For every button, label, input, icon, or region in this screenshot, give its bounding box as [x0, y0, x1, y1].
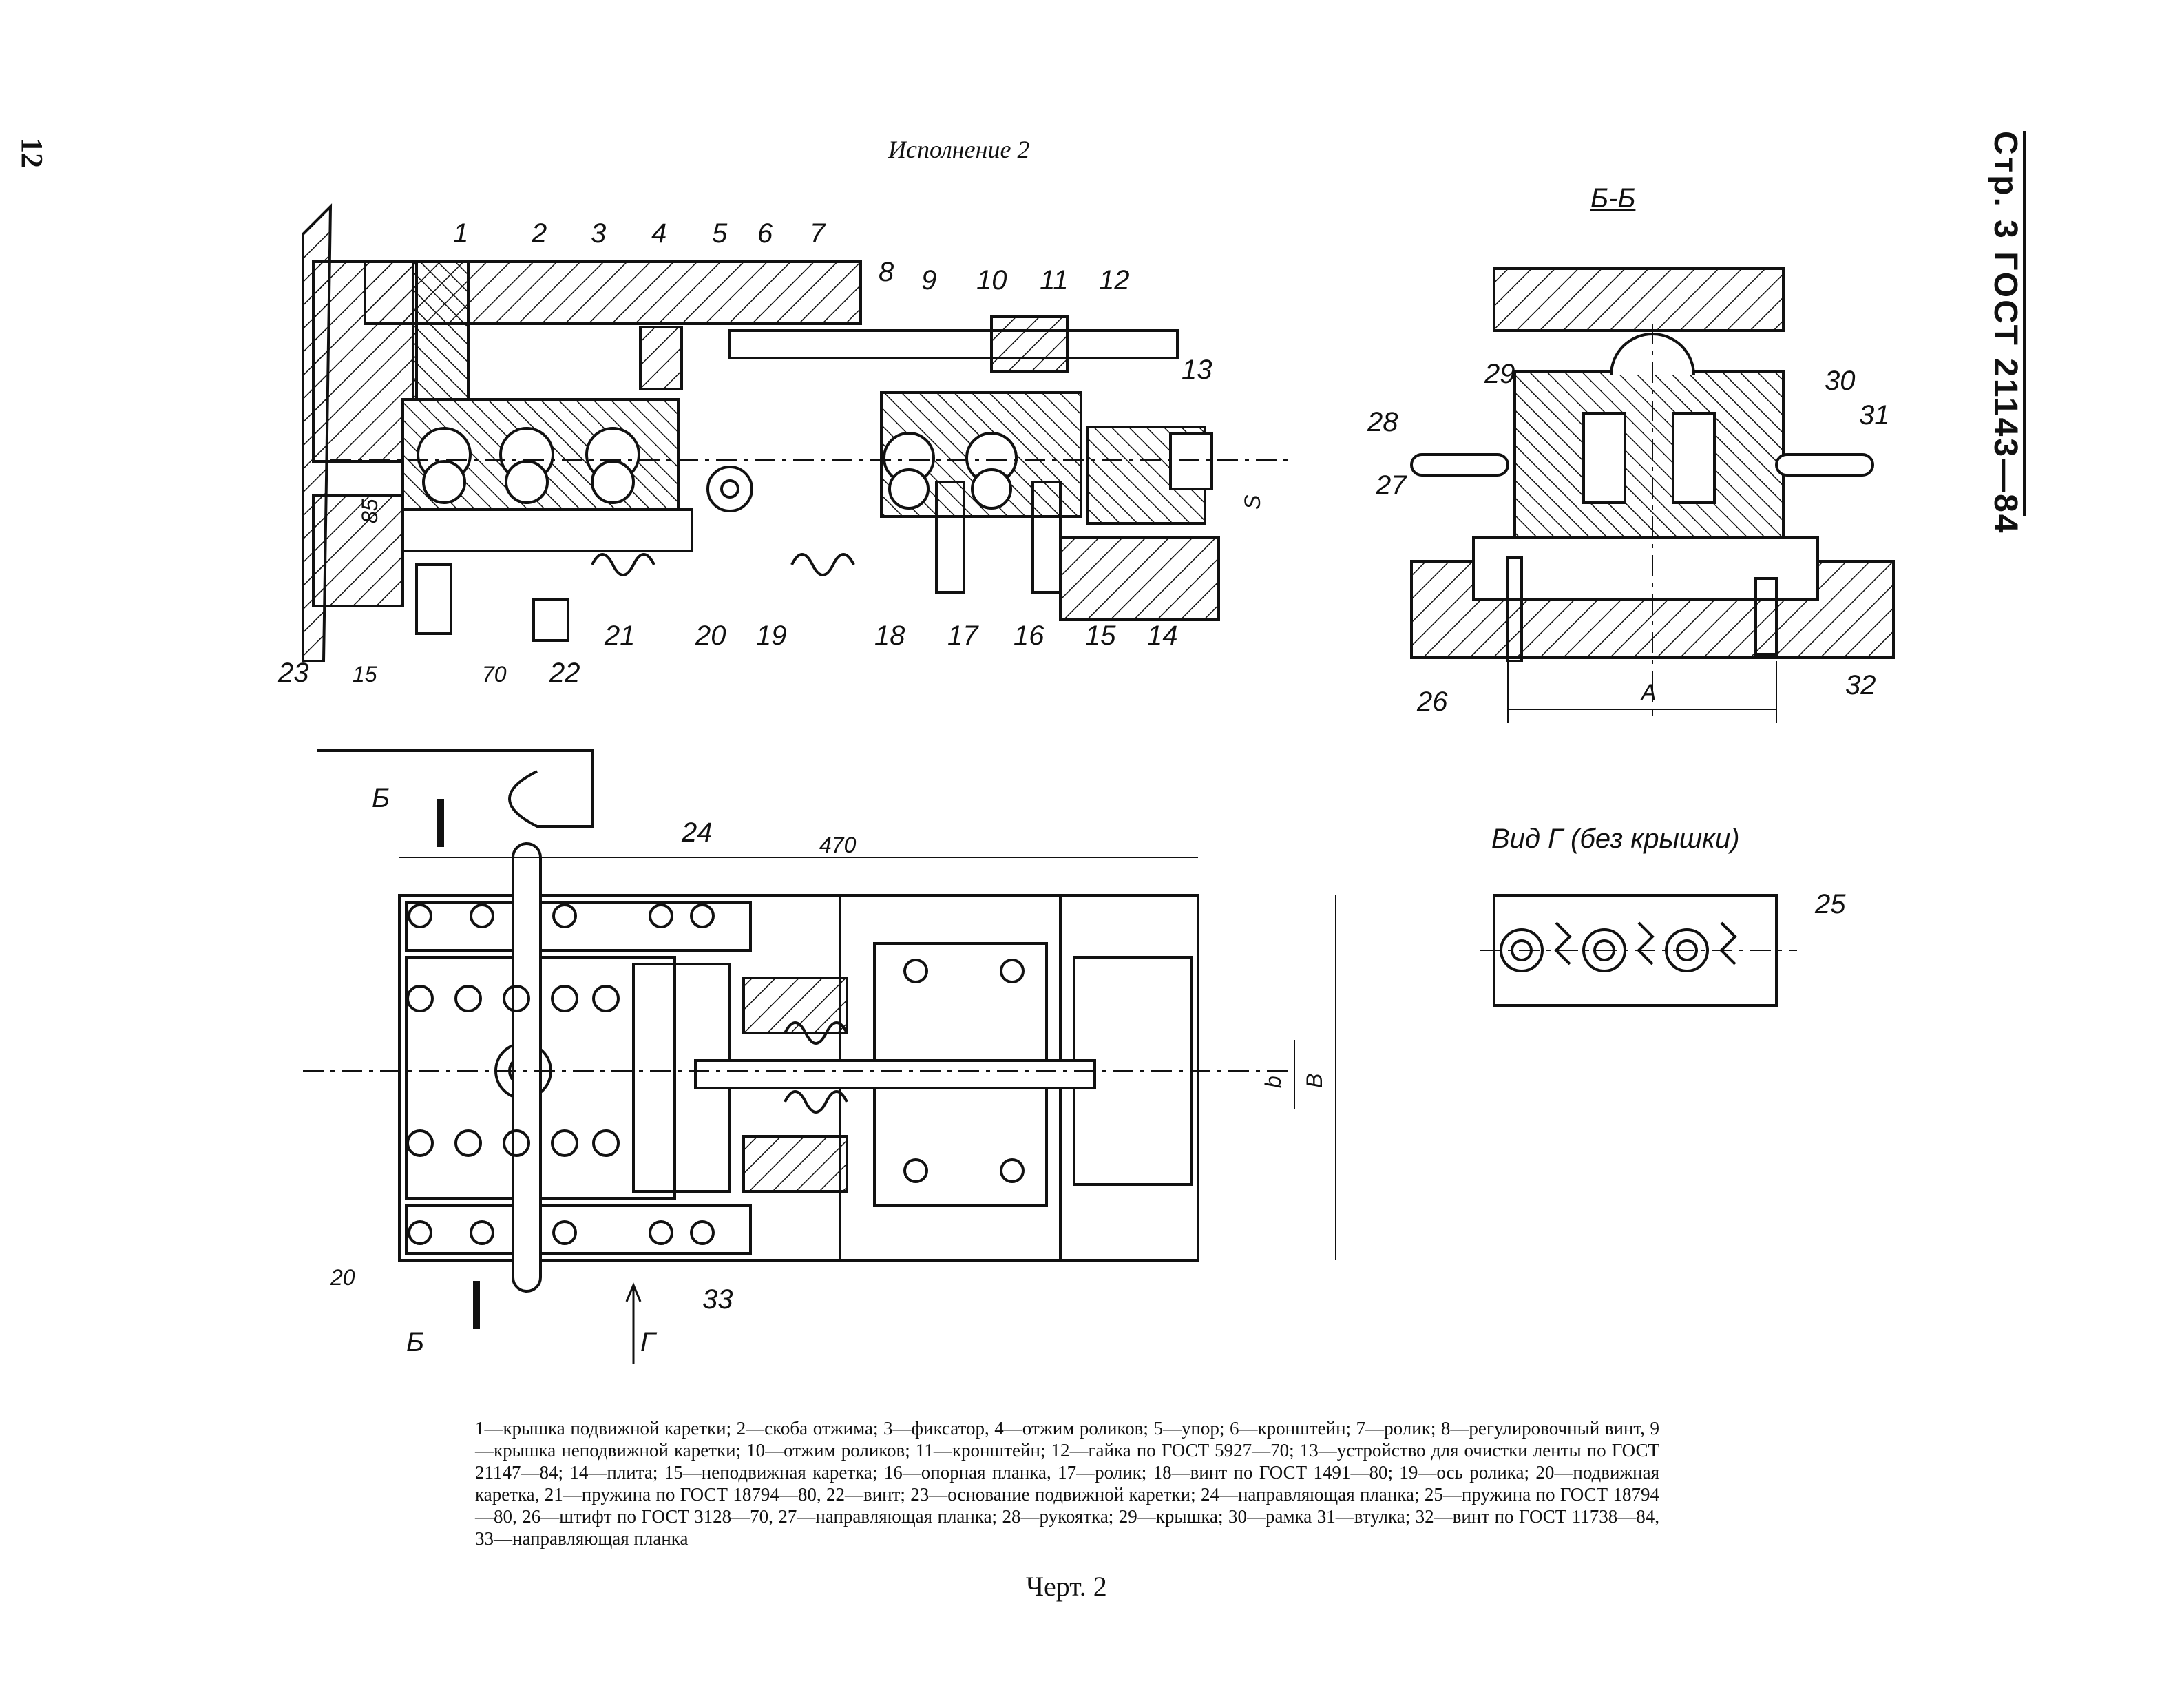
dim-b-lower: b [1261, 1076, 1285, 1088]
callout-7: 7 [810, 218, 826, 249]
dim-85: 85 [357, 499, 382, 523]
callout-11: 11 [1040, 265, 1069, 295]
dim-70: 70 [482, 662, 507, 687]
callout-13: 13 [1182, 355, 1212, 385]
callout-24: 24 [681, 817, 713, 848]
callouts-section: 29 28 27 26 30 31 32 [1367, 359, 1890, 717]
callouts-plan: 24 33 25 [681, 817, 1846, 1315]
dim-b-upper: B [1302, 1074, 1327, 1088]
callout-22: 22 [549, 658, 580, 688]
section-mark-b-top: Б [372, 783, 390, 813]
callout-30: 30 [1825, 366, 1856, 396]
section-view-b [1410, 267, 1895, 723]
callout-16: 16 [1014, 620, 1044, 651]
callout-5: 5 [712, 218, 728, 249]
section-marks: Б Б Г [372, 783, 658, 1364]
callout-15: 15 [1085, 620, 1116, 651]
dim-20: 20 [330, 1265, 355, 1290]
section-mark-b-bottom: Б [406, 1327, 424, 1357]
callout-23: 23 [277, 658, 309, 688]
callout-33: 33 [702, 1284, 733, 1315]
callout-25: 25 [1814, 889, 1846, 919]
variant-title: Исполнение 2 [888, 136, 1030, 163]
callout-6: 6 [757, 218, 773, 249]
callouts-bottom: 23 21 22 20 19 18 17 16 15 14 [277, 620, 1178, 688]
callout-27: 27 [1375, 470, 1407, 501]
callout-21: 21 [604, 620, 636, 651]
callout-2: 2 [531, 218, 547, 249]
view-label: Вид Г (без крышки) [1491, 824, 1740, 854]
bolt-grid [406, 904, 1025, 1245]
callout-18: 18 [874, 620, 905, 651]
callout-32: 32 [1845, 670, 1876, 700]
plan-view [303, 749, 1336, 1293]
callout-20: 20 [695, 620, 726, 651]
callout-14: 14 [1147, 620, 1178, 651]
dim-470: 470 [819, 833, 857, 857]
callout-3: 3 [591, 218, 606, 249]
dim-a: A [1640, 680, 1656, 704]
callouts-top: 1 2 3 4 5 6 7 8 9 10 11 12 13 [453, 218, 1212, 385]
dimension-labels: 85 15 70 S 470 B b 20 A [330, 495, 1656, 1290]
view-g [1480, 894, 1797, 1007]
callout-9: 9 [921, 265, 936, 295]
callout-26: 26 [1416, 687, 1448, 717]
callout-12: 12 [1099, 265, 1130, 295]
callout-28: 28 [1367, 407, 1398, 437]
section-view-main [302, 203, 1294, 662]
callout-19: 19 [756, 620, 787, 651]
callout-1: 1 [453, 218, 468, 249]
parts-legend: 1—крышка подвижной каретки; 2—скоба отжи… [475, 1418, 1659, 1549]
callout-10: 10 [976, 265, 1007, 295]
figure-caption: Черт. 2 [1026, 1571, 1107, 1602]
dim-15: 15 [353, 662, 377, 687]
callout-17: 17 [947, 620, 979, 651]
callout-29: 29 [1484, 359, 1515, 389]
callout-4: 4 [651, 218, 666, 249]
callout-31: 31 [1859, 400, 1890, 430]
dim-s: S [1240, 495, 1265, 510]
section-mark-g: Г [640, 1327, 658, 1357]
header-rule [2023, 131, 2026, 516]
section-label: Б-Б [1590, 183, 1636, 213]
callout-8: 8 [879, 257, 894, 287]
